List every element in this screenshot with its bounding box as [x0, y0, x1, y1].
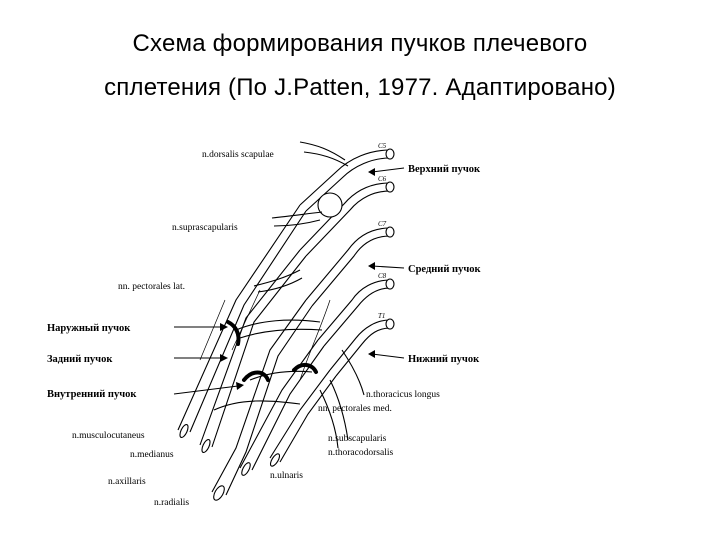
label-axillaris: n.axillaris [108, 477, 146, 487]
upper-branches [254, 142, 348, 292]
root-nerves: C5 C6 C7 C8 T1 [300, 142, 394, 376]
label-vnutrenny-puchok: Внутренний пучок [47, 389, 137, 400]
label-suprascapularis: n.suprascapularis [172, 223, 238, 233]
label-dorsalis-scapulae: n.dorsalis scapulae [202, 150, 274, 160]
root-label-t1: T1 [378, 312, 385, 320]
upper-trunk-junction [318, 193, 342, 217]
labels: n.dorsalis scapulae n.suprascapularis nn… [47, 150, 482, 508]
label-thoracicus-longus: n.thoracicus longus [366, 390, 440, 400]
label-sredny-puchok: Средний пучок [408, 264, 482, 275]
label-pectorales-med: nn. pectorales med. [318, 404, 392, 414]
label-nizhny-puchok: Нижний пучок [408, 354, 480, 365]
nerve-ends [178, 423, 281, 502]
root-label-c5: C5 [378, 142, 387, 150]
label-pectorales-lat: nn. pectorales lat. [118, 282, 185, 292]
leader-lines [174, 168, 404, 394]
root-label-c7: C7 [378, 220, 387, 228]
label-verkhny-puchok: Верхний пучок [408, 164, 481, 175]
label-subscapularis: n.subscapularis [328, 434, 387, 444]
root-label-c6: C6 [378, 175, 387, 183]
label-naruzhny-puchok: Наружный пучок [47, 323, 131, 334]
label-musculocutaneus: n.musculocutaneus [72, 431, 145, 441]
label-radialis: n.radialis [154, 498, 189, 508]
label-medianus: n.medianus [130, 450, 174, 460]
label-ulnaris: n.ulnaris [270, 471, 303, 481]
label-zadny-puchok: Задний пучок [47, 354, 113, 365]
root-label-c8: C8 [378, 272, 387, 280]
label-thoracodorsalis: n.thoracodorsalis [328, 448, 393, 458]
